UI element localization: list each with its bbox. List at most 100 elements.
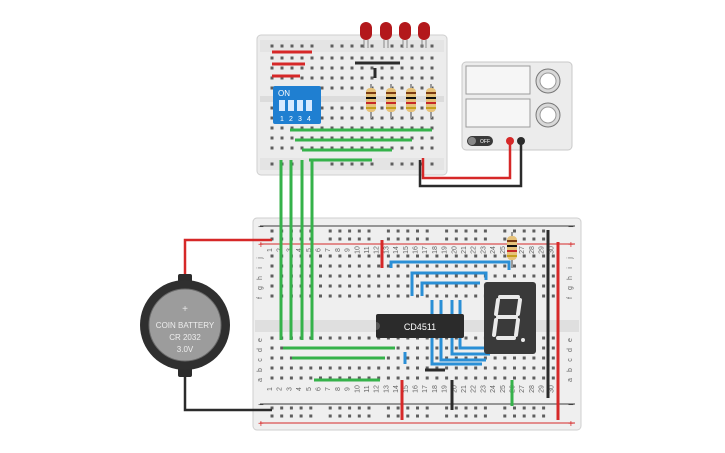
breadboard-hole[interactable] (280, 356, 284, 360)
breadboard-hole[interactable] (328, 229, 332, 233)
breadboard-hole[interactable] (551, 274, 555, 278)
breadboard-hole[interactable] (270, 66, 274, 70)
breadboard-hole[interactable] (320, 126, 324, 130)
breadboard-hole[interactable] (400, 76, 404, 80)
breadboard-hole[interactable] (396, 264, 400, 268)
breadboard-hole[interactable] (542, 254, 546, 258)
breadboard-hole[interactable] (406, 254, 410, 258)
breadboard-hole[interactable] (380, 56, 384, 60)
breadboard-hole[interactable] (474, 356, 478, 360)
breadboard-hole[interactable] (416, 356, 419, 360)
breadboard-hole[interactable] (350, 86, 354, 90)
breadboard-hole[interactable] (454, 229, 458, 233)
breadboard-hole[interactable] (386, 274, 390, 278)
breadboard-hole[interactable] (503, 366, 507, 370)
breadboard-hole[interactable] (309, 414, 313, 418)
breadboard-hole[interactable] (483, 414, 487, 418)
breadboard-hole[interactable] (338, 376, 342, 380)
breadboard-hole[interactable] (290, 76, 294, 80)
breadboard-hole[interactable] (396, 406, 400, 410)
breadboard-hole[interactable] (386, 414, 390, 418)
breadboard-hole[interactable] (270, 274, 274, 278)
breadboard-hole[interactable] (513, 366, 516, 370)
breadboard-hole[interactable] (300, 56, 304, 60)
breadboard-hole[interactable] (377, 284, 381, 288)
breadboard-hole[interactable] (377, 376, 381, 380)
breadboard-hole[interactable] (435, 356, 439, 360)
breadboard-hole[interactable] (360, 126, 364, 130)
breadboard-hole[interactable] (290, 66, 294, 70)
breadboard-hole[interactable] (280, 146, 284, 150)
breadboard-hole[interactable] (435, 284, 439, 288)
breadboard-hole[interactable] (522, 406, 526, 410)
breadboard-hole[interactable] (270, 106, 274, 110)
breadboard-hole[interactable] (454, 294, 458, 298)
breadboard-hole[interactable] (493, 376, 497, 380)
breadboard-hole[interactable] (454, 366, 458, 370)
breadboard-hole[interactable] (435, 274, 439, 278)
breadboard-hole[interactable] (367, 229, 371, 233)
breadboard-hole[interactable] (370, 76, 374, 80)
breadboard-hole[interactable] (522, 274, 526, 278)
breadboard-hole[interactable] (310, 76, 314, 80)
breadboard-hole[interactable] (270, 86, 274, 90)
breadboard-hole[interactable] (360, 56, 364, 60)
breadboard-hole[interactable] (280, 76, 284, 80)
breadboard-hole[interactable] (380, 126, 384, 130)
breadboard-hole[interactable] (474, 229, 478, 233)
breadboard-hole[interactable] (386, 366, 390, 370)
breadboard-hole[interactable] (445, 237, 449, 241)
breadboard-hole[interactable] (360, 136, 364, 140)
breadboard-hole[interactable] (348, 406, 352, 410)
breadboard-hole[interactable] (425, 264, 429, 268)
breadboard-hole[interactable] (396, 376, 400, 380)
breadboard-hole[interactable] (338, 406, 342, 410)
breadboard-hole[interactable] (410, 56, 414, 60)
breadboard-hole[interactable] (396, 346, 400, 350)
breadboard-hole[interactable] (280, 414, 284, 418)
breadboard-hole[interactable] (350, 126, 354, 130)
breadboard-hole[interactable] (270, 126, 274, 130)
breadboard-hole[interactable] (370, 162, 374, 166)
breadboard-hole[interactable] (380, 136, 384, 140)
breadboard-hole[interactable] (445, 264, 449, 268)
breadboard-hole[interactable] (416, 346, 419, 350)
breadboard-hole[interactable] (348, 284, 352, 288)
breadboard-hole[interactable] (380, 66, 384, 70)
breadboard-hole[interactable] (348, 254, 352, 258)
breadboard-hole[interactable] (542, 229, 546, 233)
breadboard-hole[interactable] (425, 366, 429, 370)
breadboard-hole[interactable] (330, 106, 334, 110)
breadboard-hole[interactable] (416, 294, 419, 298)
coin-battery[interactable]: + COIN BATTERY CR 2032 3.0V (140, 238, 272, 412)
breadboard-hole[interactable] (410, 146, 414, 150)
breadboard-hole[interactable] (503, 229, 507, 233)
breadboard-hole[interactable] (406, 237, 410, 241)
breadboard-hole[interactable] (357, 237, 361, 241)
breadboard-hole[interactable] (410, 126, 414, 130)
breadboard-hole[interactable] (542, 294, 546, 298)
breadboard-hole[interactable] (493, 254, 497, 258)
breadboard-hole[interactable] (310, 126, 314, 130)
breadboard-hole[interactable] (367, 406, 371, 410)
breadboard-hole[interactable] (328, 254, 332, 258)
breadboard-hole[interactable] (435, 294, 439, 298)
breadboard-hole[interactable] (357, 336, 361, 340)
breadboard-hole[interactable] (430, 44, 434, 48)
breadboard-hole[interactable] (522, 237, 526, 241)
breadboard-hole[interactable] (420, 106, 424, 110)
breadboard-hole[interactable] (367, 284, 371, 288)
breadboard-hole[interactable] (348, 294, 352, 298)
breadboard-hole[interactable] (360, 146, 364, 150)
breadboard-hole[interactable] (380, 146, 384, 150)
breadboard-hole[interactable] (370, 146, 374, 150)
breadboard-hole[interactable] (377, 274, 381, 278)
breadboard-hole[interactable] (513, 406, 516, 410)
breadboard-hole[interactable] (370, 66, 374, 70)
breadboard-hole[interactable] (270, 229, 274, 233)
breadboard-hole[interactable] (532, 274, 536, 278)
breadboard-hole[interactable] (338, 274, 342, 278)
breadboard-hole[interactable] (542, 274, 546, 278)
breadboard-hole[interactable] (464, 406, 468, 410)
breadboard-hole[interactable] (483, 376, 487, 380)
